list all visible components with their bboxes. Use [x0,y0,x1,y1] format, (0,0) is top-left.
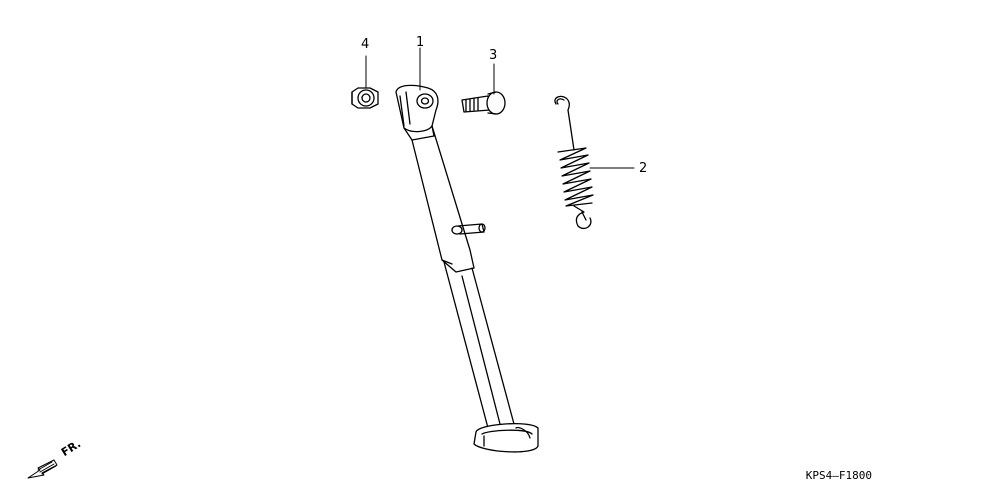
diagram-code: KPS4—F1800 [805,469,872,482]
callout-4: 4 [361,37,370,52]
side-stand-icon [395,84,539,453]
front-arrow-icon [27,459,58,479]
callout-1: 1 [416,35,425,50]
nut-icon [351,87,379,109]
stand-pin-icon [451,223,486,235]
bolt-icon [461,91,506,115]
callout-2: 2 [639,161,648,176]
callout-3: 3 [489,48,498,63]
leader-lines [365,47,635,169]
spring-icon [554,95,594,230]
